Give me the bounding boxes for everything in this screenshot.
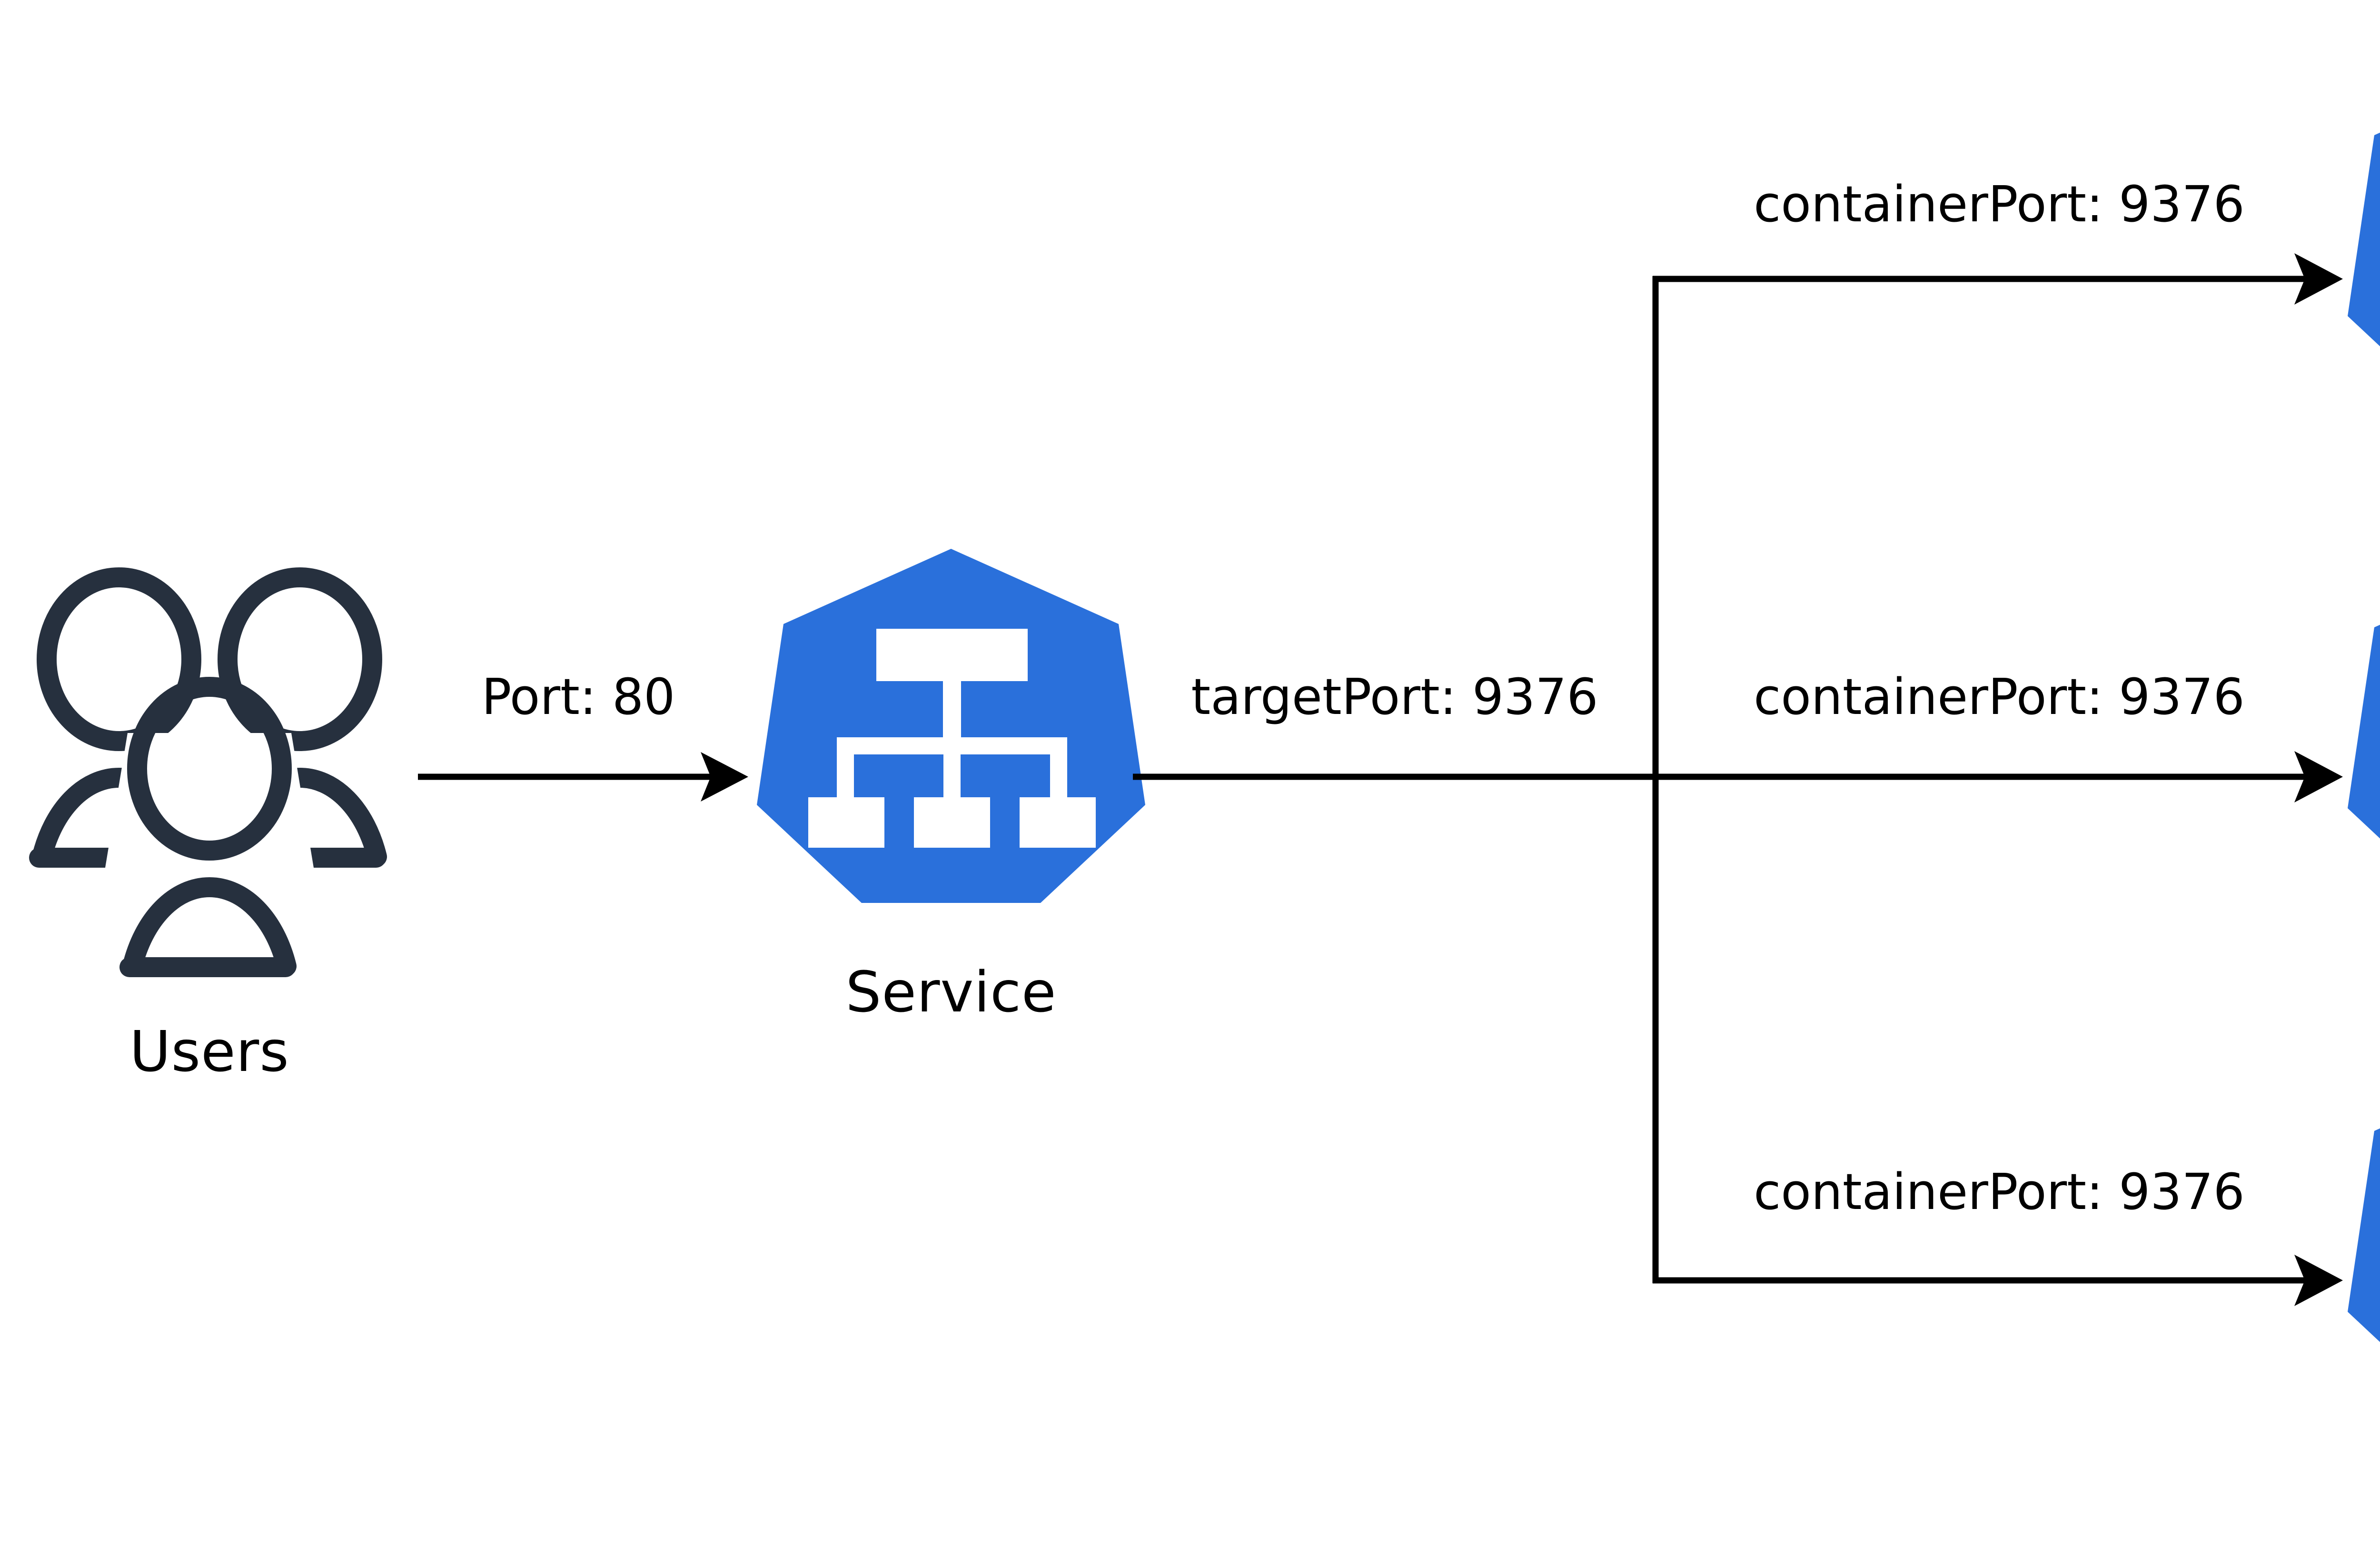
node-pod-3[interactable]: Pod bbox=[2348, 1056, 2380, 1502]
kubernetes-pod-icon bbox=[2348, 60, 2380, 414]
arrow-head-pod-1 bbox=[2294, 253, 2343, 305]
edge-label-container-port-2: containerPort: 9376 bbox=[1754, 668, 2245, 726]
kubernetes-pod-icon bbox=[2348, 1056, 2380, 1410]
arrow-head-pod-2 bbox=[2294, 751, 2343, 802]
node-service[interactable]: Service bbox=[757, 549, 1145, 1025]
edge-label-container-port-3: containerPort: 9376 bbox=[1754, 1163, 2245, 1221]
edge-branch-pod-3: containerPort: 9376 bbox=[1653, 1163, 2343, 1306]
edge-branch-pod-1: containerPort: 9376 bbox=[1653, 175, 2343, 305]
edge-label-container-port-1: containerPort: 9376 bbox=[1754, 175, 2245, 233]
kubernetes-service-icon bbox=[757, 549, 1145, 903]
arrow-head-service bbox=[701, 752, 748, 802]
node-users[interactable]: Users bbox=[29, 567, 387, 1084]
users-label: Users bbox=[129, 1019, 289, 1084]
edge-branch-pod-2: containerPort: 9376 bbox=[1653, 668, 2343, 802]
edge-service-to-pods: targetPort: 9376 bbox=[1133, 668, 1658, 780]
arrow-head-pod-3 bbox=[2294, 1255, 2343, 1306]
node-pod-1[interactable]: Pod bbox=[2348, 60, 2380, 506]
service-label: Service bbox=[845, 959, 1056, 1025]
edge-users-to-service: Port: 80 bbox=[418, 668, 748, 802]
edge-label-target-port: targetPort: 9376 bbox=[1191, 668, 1598, 726]
users-group-icon bbox=[29, 567, 387, 985]
kubernetes-pod-icon bbox=[2348, 552, 2380, 906]
edge-label-port-80: Port: 80 bbox=[482, 668, 675, 726]
node-pod-2[interactable]: Pod bbox=[2348, 552, 2380, 999]
